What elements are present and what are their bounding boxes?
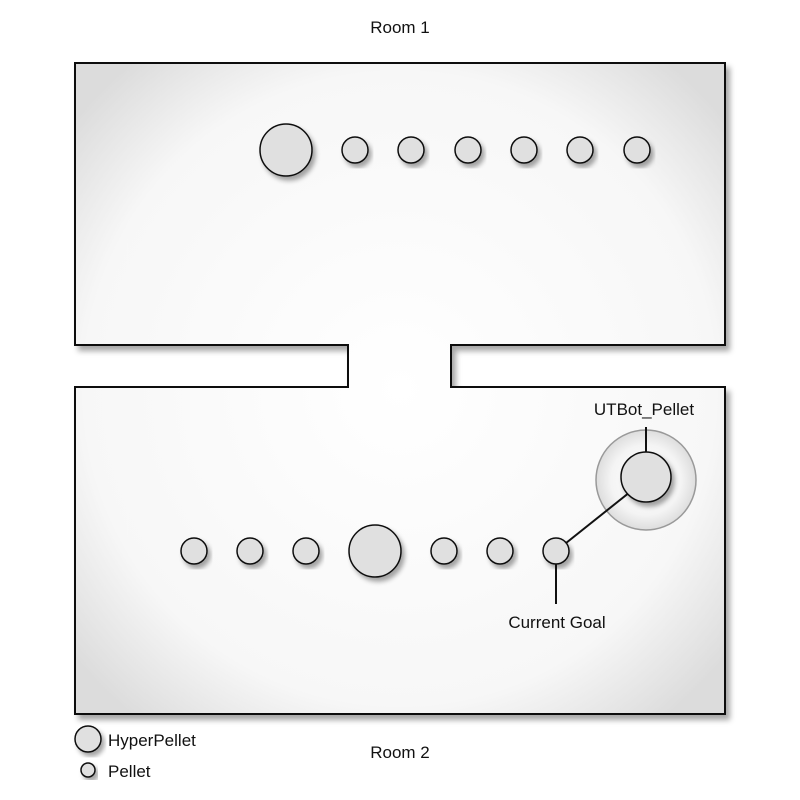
legend-hyperpellet-icon: [74, 725, 102, 753]
bot-connector-line: [555, 491, 631, 552]
room-2-pellets: [180, 524, 514, 578]
map-floor: [74, 62, 726, 715]
pellet: [454, 136, 482, 164]
legend-pellet-icon: [80, 762, 96, 778]
pellet: [510, 136, 538, 164]
hyperpellet: [259, 123, 313, 177]
pellet: [236, 537, 264, 565]
hyperpellet: [348, 524, 402, 578]
room-1-pellets: [259, 123, 651, 177]
pellet: [486, 537, 514, 565]
bot-label: UTBot_Pellet: [594, 400, 694, 419]
legend-hyperpellet-label: HyperPellet: [108, 731, 196, 750]
utbot-pellet: [620, 451, 672, 503]
current-goal-pellet: [542, 537, 570, 565]
legend: HyperPellet Pellet: [74, 725, 196, 781]
pellet: [430, 537, 458, 565]
pellet: [341, 136, 369, 164]
room-2-label: Room 2: [370, 743, 430, 762]
pellet: [180, 537, 208, 565]
pellet: [566, 136, 594, 164]
pellet: [397, 136, 425, 164]
legend-pellet-label: Pellet: [108, 762, 151, 781]
pellet: [292, 537, 320, 565]
pellet: [623, 136, 651, 164]
room-1-label: Room 1: [370, 18, 430, 37]
goal-label: Current Goal: [508, 613, 605, 632]
